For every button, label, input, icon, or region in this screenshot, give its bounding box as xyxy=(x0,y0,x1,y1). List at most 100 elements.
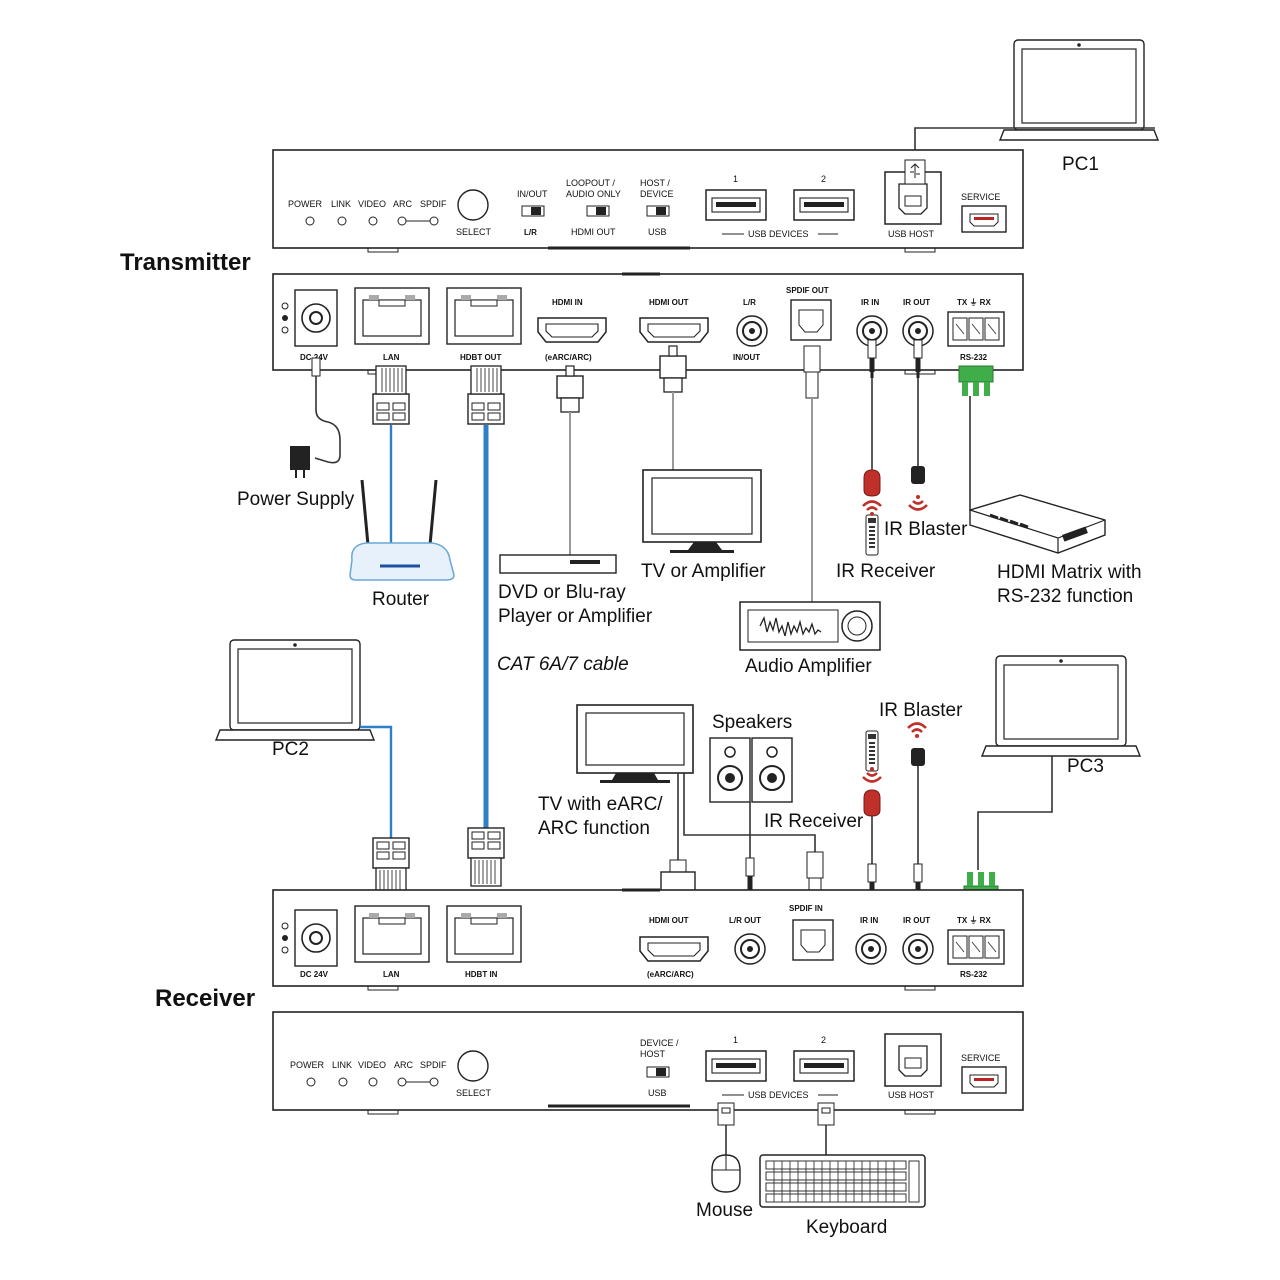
pc3-label: PC3 xyxy=(1067,756,1104,777)
tv-amplifier-icon xyxy=(642,469,762,553)
power-supply-cable xyxy=(311,357,341,464)
tx-link-led-icon xyxy=(337,216,347,226)
tx-ir-out-label: IR OUT xyxy=(903,298,930,307)
tx-select-button[interactable] xyxy=(457,189,489,221)
tx-lr-port xyxy=(736,315,768,347)
dvd-player-icon xyxy=(499,554,617,574)
rx-lan-plug xyxy=(372,837,410,897)
tx-txrx-label: TX ⏚ RX xyxy=(957,298,991,307)
tx-usb-host-label: USB HOST xyxy=(888,229,935,239)
rx-ir-in-port xyxy=(855,933,887,965)
rx-rs232-label: RS-232 xyxy=(960,970,988,979)
rx-lan-label: LAN xyxy=(383,970,400,979)
ir-blaster-bottom-label: IR Blaster xyxy=(879,700,963,721)
pc1-laptop xyxy=(999,39,1159,141)
pc1-label: PC1 xyxy=(1062,154,1099,175)
matrix-cable xyxy=(969,396,1000,511)
tv-earc-icon xyxy=(576,704,694,783)
pc2-label: PC2 xyxy=(272,739,309,760)
tx-led-spdif: SPDIF xyxy=(420,199,447,209)
rx-arc-led-icon xyxy=(397,1077,407,1087)
rx-hdmi-out-sub: (eARC/ARC) xyxy=(647,970,694,979)
tx-hdmi-in-plug xyxy=(556,365,584,413)
keyboard-usb-plug xyxy=(817,1102,835,1126)
rx-rs232-port xyxy=(947,929,1005,965)
tx-hdbt-plug xyxy=(467,365,505,425)
keyboard-label: Keyboard xyxy=(806,1217,887,1238)
pc3-laptop xyxy=(981,655,1141,757)
tx-spdif-led-icon xyxy=(429,216,439,226)
tx-rs232-plug xyxy=(958,365,994,397)
tx-dc-port xyxy=(281,289,338,347)
tx-spdif-port xyxy=(790,299,832,341)
audio-amplifier-icon xyxy=(739,601,881,651)
tv-earc-label-1: TV with eARC/ xyxy=(538,794,663,815)
tx-lr-label: L/R xyxy=(743,298,756,307)
rx-select-button[interactable] xyxy=(457,1050,489,1082)
tx-rs232-port xyxy=(947,311,1005,347)
rx-usb1-port xyxy=(705,1050,767,1082)
speakers-label: Speakers xyxy=(712,712,792,733)
pc3-cable xyxy=(977,756,1053,870)
tx-ir-in-label: IR IN xyxy=(861,298,879,307)
rx-switch-top1: DEVICE / xyxy=(640,1038,679,1048)
tx-switch-usb-bottom: USB xyxy=(648,227,667,237)
ir-blaster-bottom-icon xyxy=(906,722,928,766)
rx-usb2-port xyxy=(793,1050,855,1082)
tx-hdmi-in-port xyxy=(537,317,607,343)
rx-usb-host-label: USB HOST xyxy=(888,1090,935,1100)
tx-hdmi-out-port xyxy=(639,317,709,343)
tx-led-link: LINK xyxy=(331,199,351,209)
remote-bottom-icon xyxy=(861,730,883,817)
rx-spdif-led-icon xyxy=(429,1077,439,1087)
tx-led-power: POWER xyxy=(288,199,323,209)
tx-lan-plug xyxy=(372,365,410,425)
tx-usb1-port xyxy=(705,189,767,221)
usb-plug-icon xyxy=(904,159,926,185)
tx-service-label: SERVICE xyxy=(961,192,1000,202)
rx-usb-host-port xyxy=(884,1033,942,1087)
tv-earc-label-2: ARC function xyxy=(538,818,650,839)
mouse-icon xyxy=(711,1154,741,1193)
tx-switch-usb-top2: DEVICE xyxy=(640,189,674,199)
hdmi-matrix-icon xyxy=(969,494,1106,554)
remote-icon xyxy=(861,500,883,556)
audio-amplifier-label: Audio Amplifier xyxy=(745,656,872,677)
rx-link-led-icon xyxy=(338,1077,348,1087)
power-supply-icon xyxy=(290,446,310,478)
rx-service-port xyxy=(961,1066,1007,1094)
tv-amplifier-label: TV or Amplifier xyxy=(641,561,766,582)
tx-led-video: VIDEO xyxy=(358,199,386,209)
tx-arc-led-icon xyxy=(397,216,407,226)
transmitter-title: Transmitter xyxy=(120,249,251,276)
rx-led-link: LINK xyxy=(332,1060,352,1070)
tx-spdif-plug xyxy=(803,345,821,399)
rx-txrx-label: TX ⏚ RX xyxy=(957,916,991,925)
rx-service-label: SERVICE xyxy=(961,1053,1000,1063)
rx-ir-in-label: IR IN xyxy=(860,916,878,925)
rx-switch-bottom: USB xyxy=(648,1088,667,1098)
tx-switch-usb-top1: HOST / xyxy=(640,178,670,188)
ir-blaster-top-icon xyxy=(907,466,929,511)
tx-lan-label: LAN xyxy=(383,353,400,362)
tx-usb1-number: 1 xyxy=(733,174,738,184)
rx-hdbt-label: HDBT IN xyxy=(465,970,498,979)
rx-switch-top2: HOST xyxy=(640,1049,666,1059)
rx-usb2-number: 2 xyxy=(821,1035,826,1045)
tx-lr-sub: IN/OUT xyxy=(733,353,760,362)
tx-hdmi-out-label: HDMI OUT xyxy=(649,298,689,307)
rx-dc-label: DC 24V xyxy=(300,970,329,979)
ir-blaster-top-label: IR Blaster xyxy=(884,519,968,540)
rx-ir-out-port xyxy=(902,933,934,965)
rx-led-spdif: SPDIF xyxy=(420,1060,447,1070)
ir-receiver-bottom-label: IR Receiver xyxy=(764,811,864,832)
rx-hdbt-port xyxy=(446,905,522,963)
tx-usb2-number: 2 xyxy=(821,174,826,184)
rx-hdmi-out-port xyxy=(639,936,709,962)
dvd-label-1: DVD or Blu-ray xyxy=(498,582,626,603)
tx-spdif-label: SPDIF OUT xyxy=(786,286,829,295)
rx-dc-port xyxy=(281,909,338,967)
rx-usb1-number: 1 xyxy=(733,1035,738,1045)
rx-select-label: SELECT xyxy=(456,1088,492,1098)
